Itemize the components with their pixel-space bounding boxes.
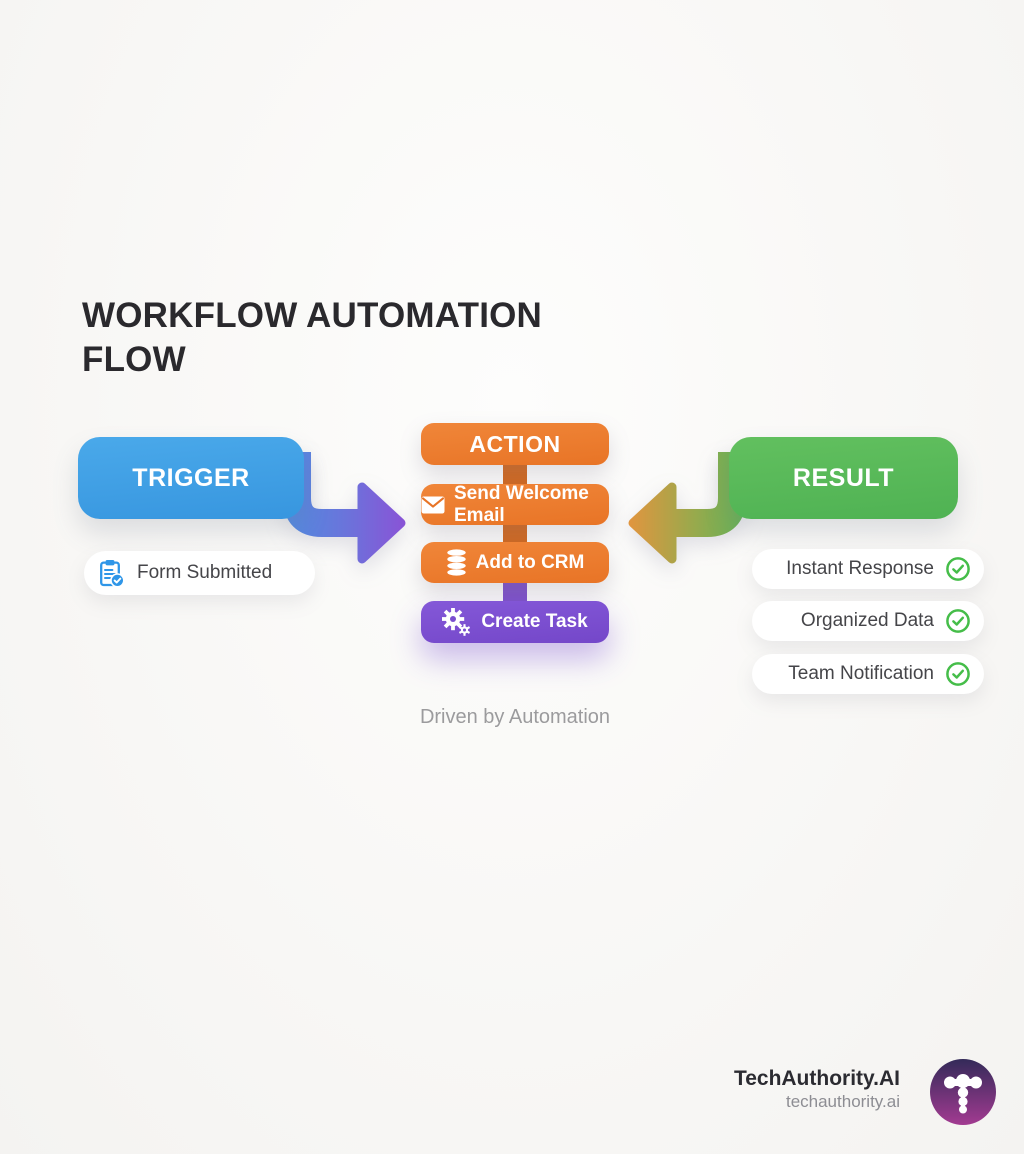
action-step-label: Add to CRM — [475, 551, 585, 573]
database-icon — [446, 549, 467, 576]
branding: TechAuthority.AI techauthority.ai — [734, 1066, 900, 1112]
result-item-label: Instant Response — [786, 558, 934, 579]
action-step-label: Create Task — [481, 611, 588, 632]
result-item-instant-response: Instant Response — [752, 549, 984, 589]
result-header-box: RESULT — [729, 437, 958, 519]
gears-icon — [442, 607, 472, 637]
check-circle-icon — [945, 556, 971, 582]
action-header-box: ACTION — [421, 423, 609, 465]
result-item-label: Organized Data — [800, 610, 934, 631]
trigger-header-box: TRIGGER — [78, 437, 304, 519]
action-step-create-task: Create Task — [421, 601, 609, 643]
page-title: WORKFLOW AUTOMATION FLOW — [82, 294, 602, 382]
techauthority-logo-icon — [930, 1059, 996, 1125]
trigger-label: TRIGGER — [132, 463, 250, 492]
brand-domain: techauthority.ai — [785, 1091, 900, 1111]
trigger-item-form-submitted: Form Submitted — [84, 551, 315, 595]
clipboard-check-icon — [98, 559, 125, 588]
brand-name: TechAuthority.AI — [733, 1067, 900, 1090]
result-item-organized-data: Organized Data — [752, 601, 984, 641]
result-item-team-notification: Team Notification — [752, 654, 984, 694]
action-step-label: Send Welcome Email — [454, 482, 589, 526]
check-circle-icon — [945, 661, 971, 687]
action-label: ACTION — [469, 430, 561, 457]
envelope-icon — [421, 496, 445, 514]
result-item-label: Team Notification — [788, 663, 934, 684]
result-label: RESULT — [792, 463, 895, 492]
check-circle-icon — [945, 608, 971, 634]
action-step-send-welcome-email: Send Welcome Email — [421, 482, 609, 526]
action-step-add-to-crm: Add to CRM — [421, 542, 609, 583]
page-title-line2: FLOW — [82, 340, 186, 380]
trigger-item-label: Form Submitted — [137, 562, 273, 583]
page-title-line1: WORKFLOW AUTOMATION — [82, 296, 543, 335]
caption: Driven by Automation — [419, 706, 611, 728]
